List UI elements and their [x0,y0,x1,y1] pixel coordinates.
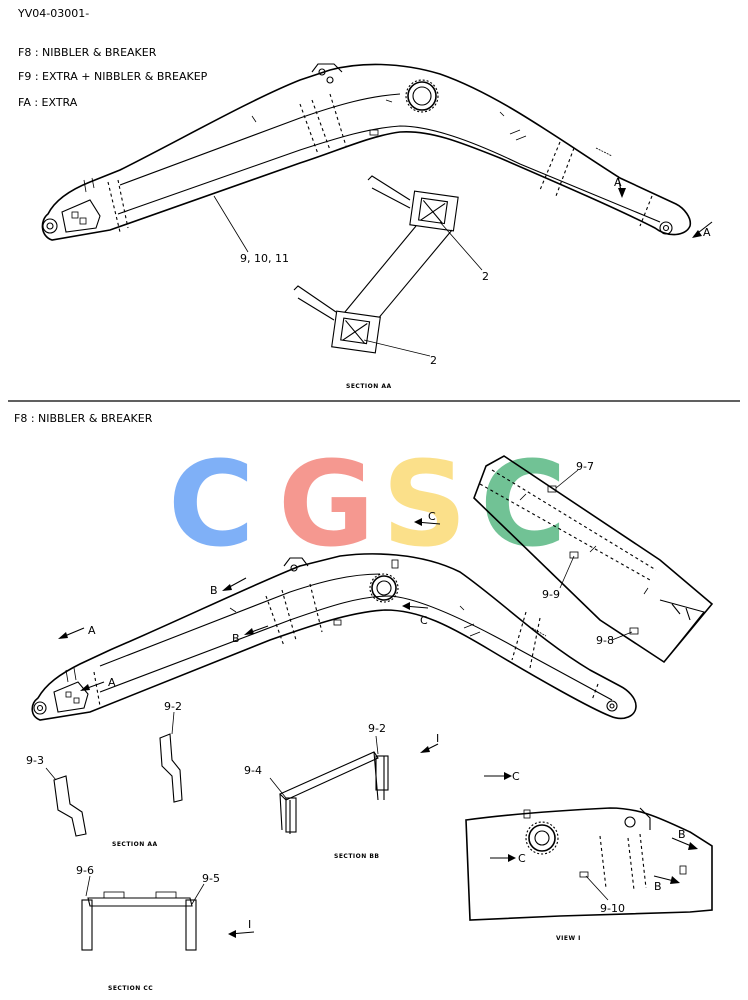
callout-9-6: 9-6 [76,864,94,877]
cgsc-watermark: C G S C [168,435,567,573]
bottom-section-aa-drawing: 9-2 9-3 SECTION AA [26,700,183,848]
section-bb-drawing: 9-2 9-4 SECTION BB I C [244,722,520,860]
arrow-c-1: C [428,510,436,523]
section-arrow-a-1: A [614,176,622,189]
arrow-b-3: B [678,828,686,841]
document-code: YV04-03001- [17,7,89,20]
legend-f9: F9 : EXTRA + NIBBLER & BREAKEP [18,70,208,83]
legend-f8: F8 : NIBBLER & BREAKER [18,46,157,59]
arrow-b-4: B [654,880,662,893]
arrow-a-2: A [108,676,116,689]
section-cc-label: SECTION CC [108,985,153,992]
arrow-b-2: B [232,632,240,645]
bottom-boom-drawing: B B A A C C [31,510,637,721]
arrow-b-1: B [210,584,218,597]
bottom-section-aa-label: SECTION AA [112,841,158,848]
watermark-letter-c2: C [480,435,567,573]
bottom-heading-f8: F8 : NIBBLER & BREAKER [14,412,153,425]
callout-2-lower: 2 [430,354,437,367]
callout-9-4: 9-4 [244,764,262,777]
arrow-c-2: C [420,614,428,627]
callout-9-3: 9-3 [26,754,44,767]
arrow-a-1: A [88,624,96,637]
callout-9-8: 9-8 [596,634,614,647]
section-arrow-a-2: A [703,226,711,239]
watermark-letter-g: G [278,435,375,573]
arrow-i-2: I [248,918,251,931]
callout-9-2-aa: 9-2 [164,700,182,713]
watermark-letter-s: S [382,435,467,573]
view-i-label: VIEW I [556,935,581,942]
watermark-letter-c1: C [168,435,255,573]
view-i-drawing: B C B 9-10 VIEW I [465,807,713,942]
callout-9-5: 9-5 [202,872,220,885]
top-section-aa-label: SECTION AA [346,383,392,390]
callout-2-upper: 2 [482,270,489,283]
callout-9-2-bb: 9-2 [368,722,386,735]
callout-9-10-11: 9, 10, 11 [240,252,289,265]
callout-9-7: 9-7 [576,460,594,473]
detail-panel-right: 9-7 9-9 9-8 [473,455,714,664]
arrow-i-1: I [436,732,439,745]
top-boom-drawing: A A 9, 10, 11 [41,63,713,265]
callout-9-9: 9-9 [542,588,560,601]
top-section-aa-drawing: 2 2 SECTION AA [293,175,489,390]
callout-9-10: 9-10 [600,902,625,915]
arrow-c-4: C [518,852,526,865]
legend-fa: FA : EXTRA [18,96,78,109]
arrow-c-3: C [512,770,520,783]
section-bb-label: SECTION BB [334,853,380,860]
section-cc-drawing: 9-6 9-5 I SECTION CC [76,864,255,992]
